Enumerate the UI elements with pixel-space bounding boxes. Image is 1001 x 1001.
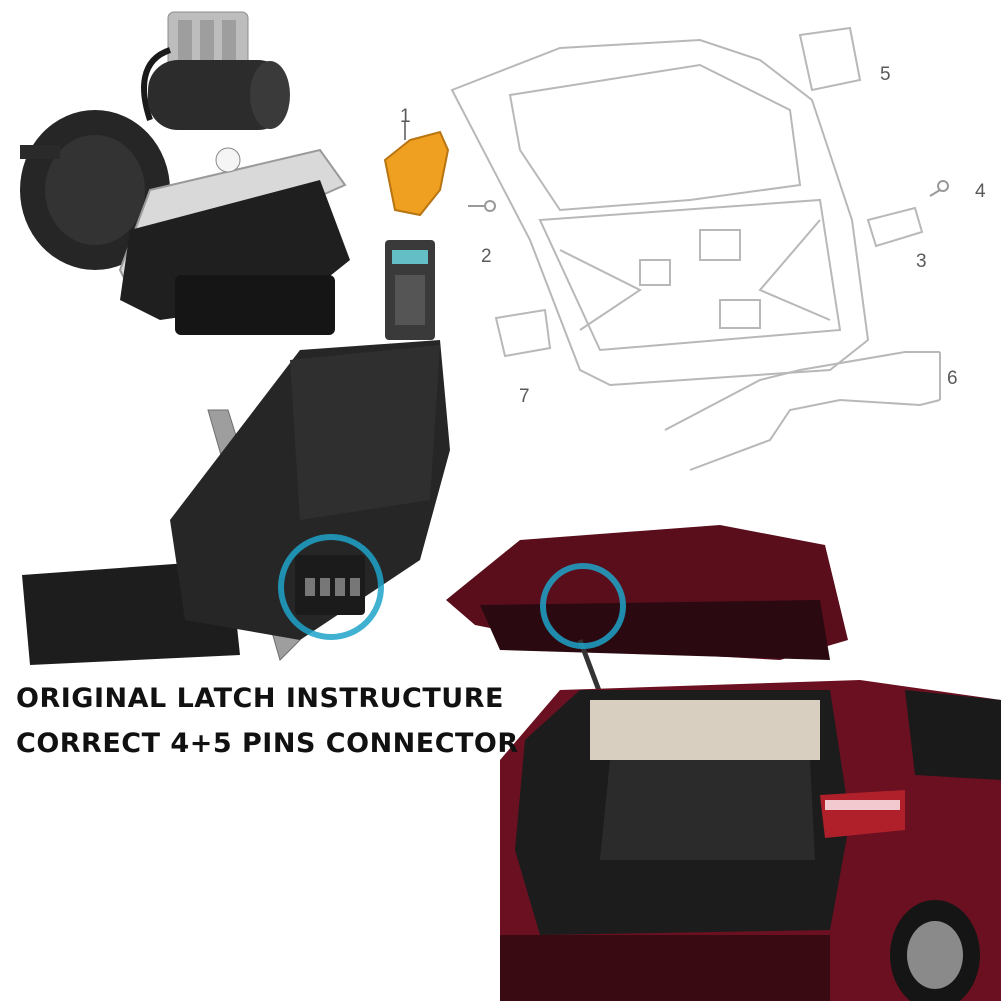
callout-6: 6 — [947, 368, 958, 389]
latch-highlight-ring — [540, 563, 626, 649]
callout-3: 3 — [916, 251, 927, 272]
callout-5: 5 — [880, 64, 891, 85]
connector-highlight-ring — [278, 534, 384, 640]
callout-2: 2 — [481, 246, 492, 267]
callout-1: 1 — [400, 106, 411, 127]
callout-7: 7 — [519, 386, 530, 407]
headline-line-2: CORRECT 4+5 PINS CONNECTOR — [16, 728, 519, 759]
headline-line-1: ORIGINAL LATCH INSTRUCTURE — [16, 683, 504, 714]
callout-4: 4 — [975, 181, 986, 202]
